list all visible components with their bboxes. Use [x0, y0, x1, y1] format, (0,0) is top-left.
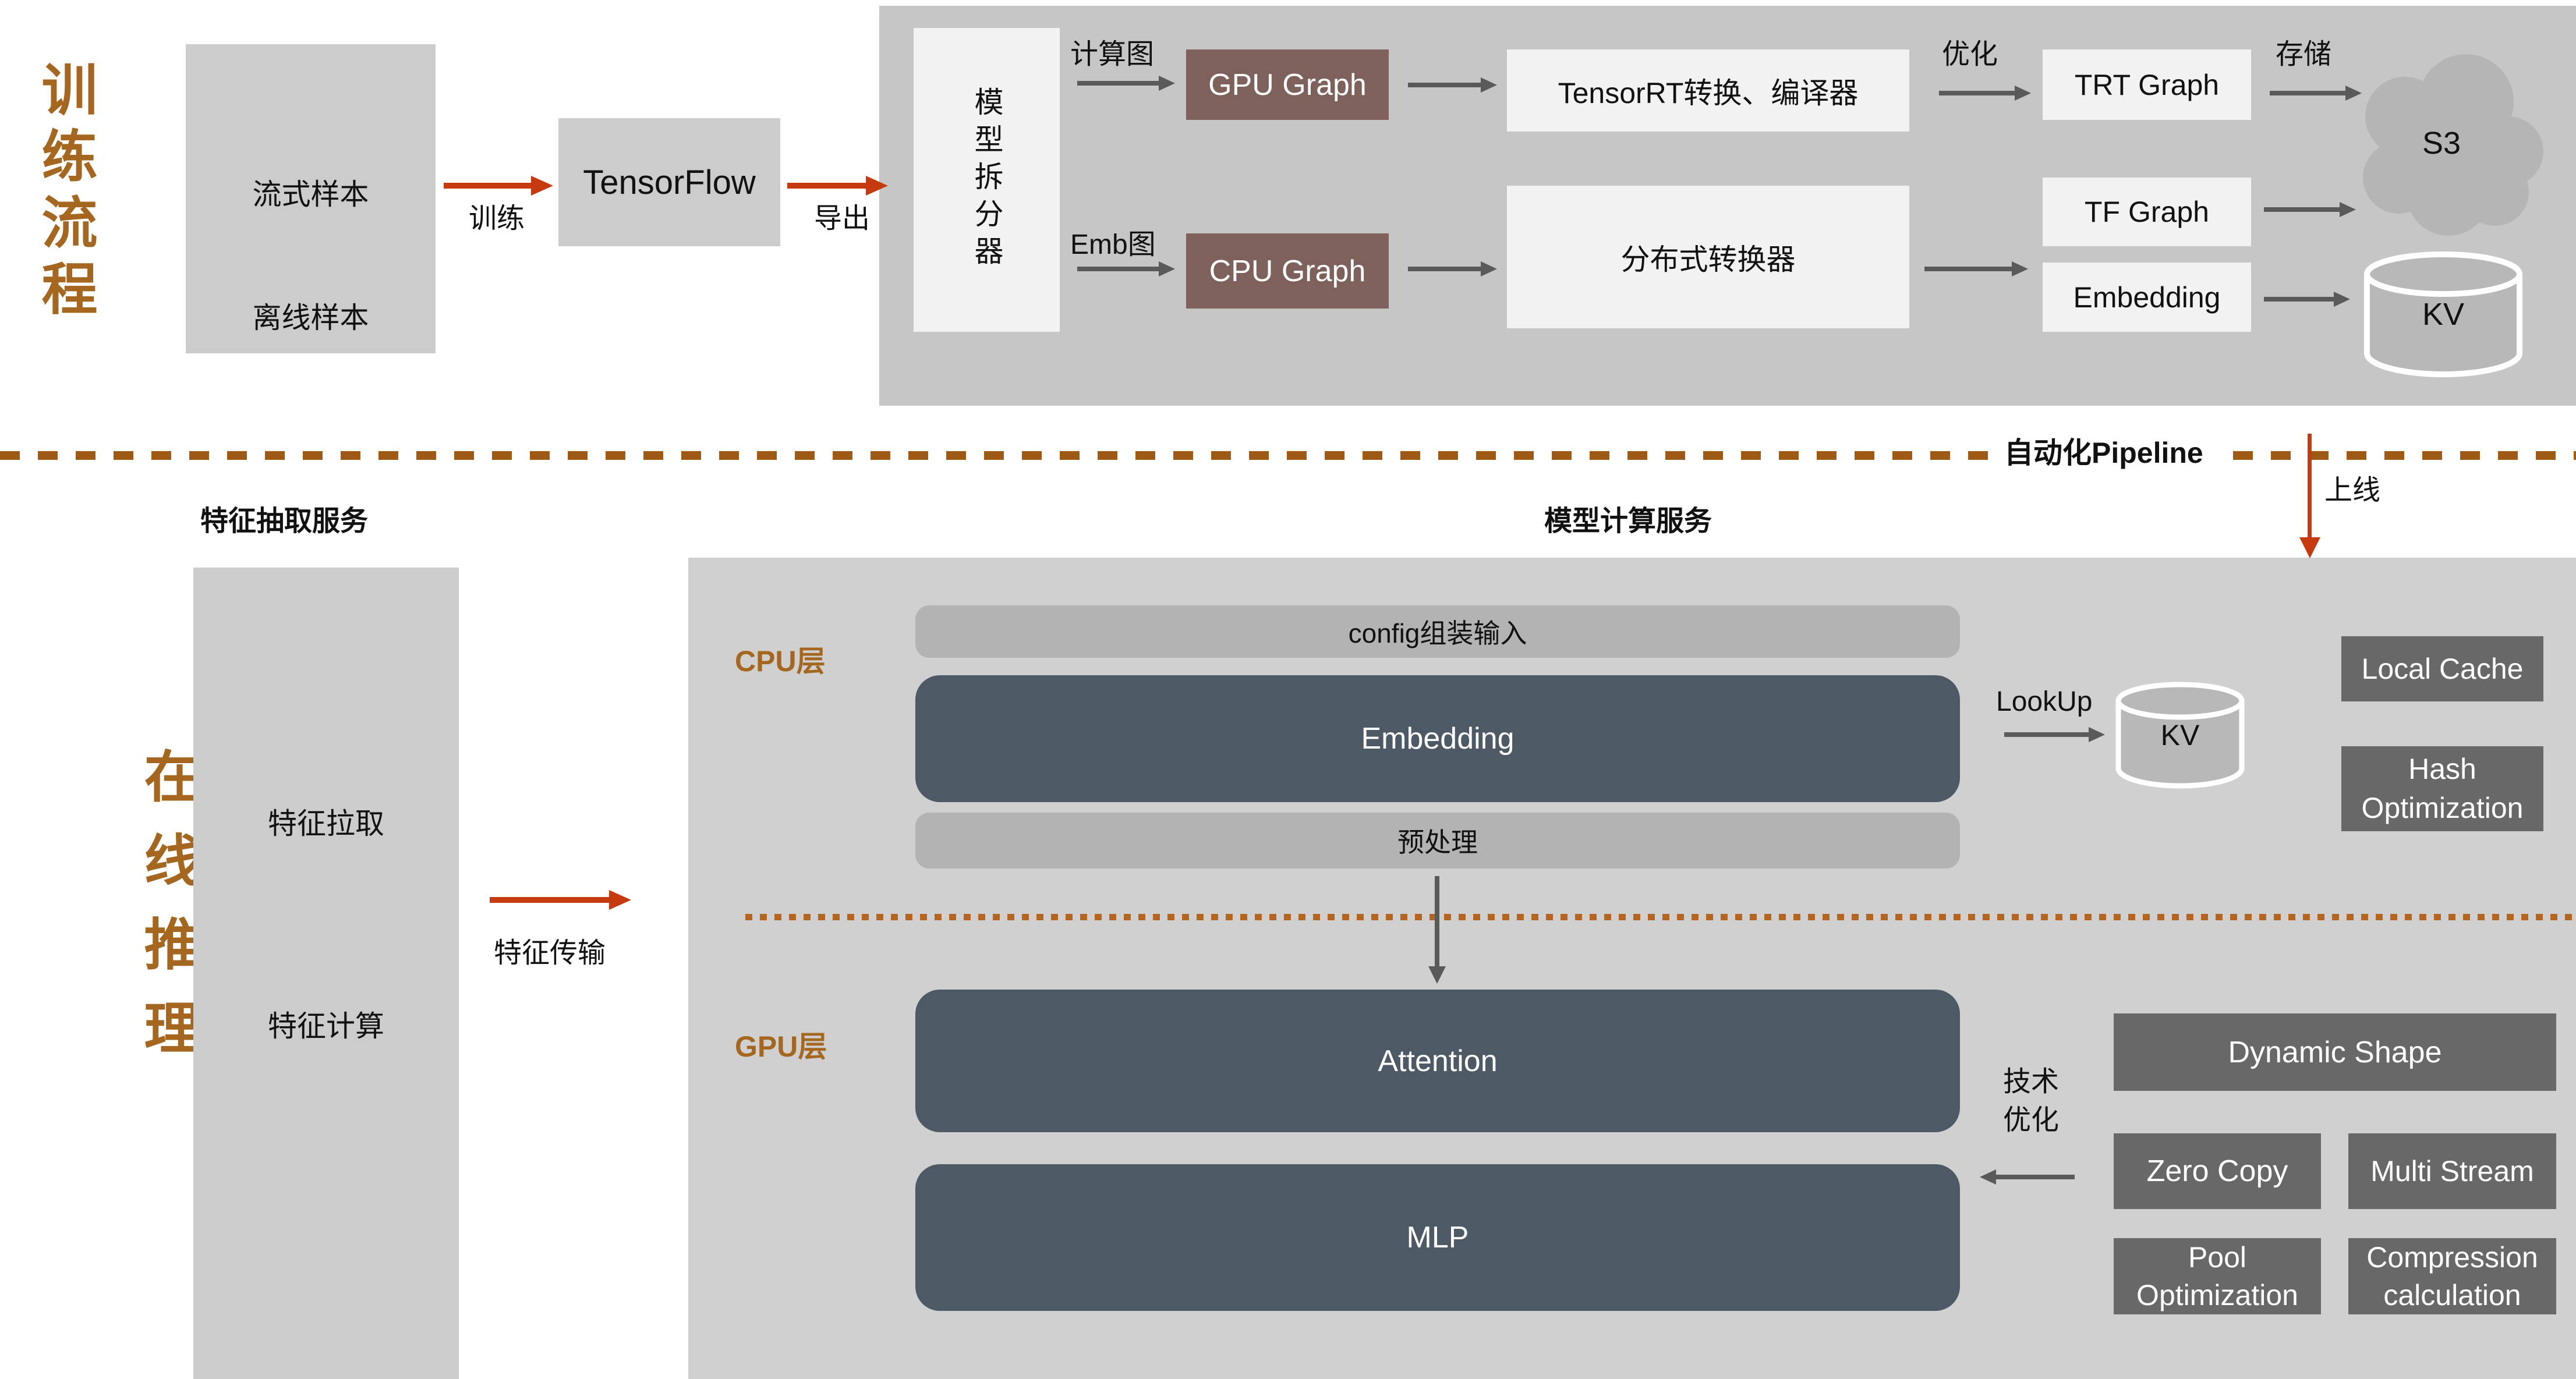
preprocess-to-attention-arrow [1428, 876, 1446, 984]
samples-box: 流式样本 离线样本 [186, 44, 436, 353]
kv-store-top: KV [2361, 250, 2525, 378]
embedding-cpu-box: Embedding [915, 675, 1960, 802]
trt-graph-box: TRT Graph [2043, 49, 2251, 120]
attention-label: Attention [1378, 1044, 1498, 1078]
distributed-converter-box: 分布式转换器 [1507, 186, 1909, 328]
embedding-export-label: Embedding [2073, 281, 2221, 314]
tensorrt-to-trt-arrow [1939, 86, 2031, 101]
feature-pull-label: 特征拉取 [268, 807, 384, 840]
local-cache-box: Local Cache [2341, 636, 2543, 701]
tfgraph-to-s3-arrow [2264, 202, 2356, 217]
preprocess-label: 预处理 [1397, 827, 1478, 857]
feature-compute-label: 特征计算 [268, 1010, 384, 1043]
offline-samples-label: 离线样本 [252, 302, 369, 334]
export-arrow [787, 176, 888, 196]
stream-samples-label: 流式样本 [252, 178, 369, 211]
gpu-layer-label: GPU层 [735, 1030, 827, 1063]
dynamic-shape-label: Dynamic Shape [2228, 1035, 2442, 1069]
pipeline-dashed-divider [0, 451, 2576, 460]
cpu-graph-label: CPU Graph [1209, 254, 1366, 288]
optimize-label: 优化 [1942, 39, 1998, 70]
model-splitter-box: 模型拆分器 [914, 28, 1060, 332]
database-icon [2364, 251, 2522, 377]
splitter-to-gpu-arrow [1077, 76, 1175, 91]
tensorflow-label: TensorFlow [583, 163, 756, 201]
store-label: 存储 [2276, 39, 2332, 70]
s3-label: S3 [2422, 126, 2461, 161]
tensorrt-converter-label: TensorRT转换、编译器 [1558, 76, 1859, 109]
embedding-export-box: Embedding [2043, 263, 2251, 332]
pipeline-label: 自动化Pipeline [1991, 432, 2216, 474]
tf-graph-label: TF Graph [2085, 196, 2209, 228]
feature-service-section-label: 特征抽取服务 [200, 506, 369, 537]
embedding-cpu-label: Embedding [1361, 722, 1515, 756]
s3-cloud: S3 [2347, 49, 2545, 244]
cpu-to-dist-arrow [1408, 261, 1497, 276]
feature-transfer-arrow [490, 890, 631, 910]
deploy-arrow [2299, 434, 2320, 558]
emb-graph-label: Emb图 [1070, 229, 1156, 260]
cloud-icon [2363, 54, 2543, 236]
model-splitter-label: 模型拆分器 [970, 87, 1003, 273]
tf-graph-box: TF Graph [2043, 178, 2251, 246]
lookup-label: LookUp [1996, 686, 2093, 717]
gpu-to-tensorrt-arrow [1408, 77, 1497, 93]
export-arrow-label: 导出 [814, 203, 871, 234]
hash-optimization-label: Hash Optimization [2361, 752, 2524, 825]
mlp-box: MLP [915, 1164, 1960, 1311]
gpu-graph-box: GPU Graph [1186, 49, 1389, 120]
pool-optimization-label: Pool Optimization [2136, 1240, 2298, 1311]
hash-optimization-box: Hash Optimization [2341, 746, 2543, 831]
feature-service-box: 特征拉取 特征计算 [193, 568, 459, 1379]
database-icon [2115, 682, 2245, 789]
distributed-converter-label: 分布式转换器 [1620, 243, 1796, 276]
config-input-label: config组装输入 [1348, 618, 1527, 648]
attention-box: Attention [915, 990, 1960, 1132]
gpu-graph-label: GPU Graph [1208, 68, 1367, 102]
lookup-arrow [2004, 727, 2105, 742]
kv-store-top-label: KV [2422, 297, 2465, 332]
tensorrt-converter-box: TensorRT转换、编译器 [1507, 49, 1909, 132]
pool-optimization-box: Pool Optimization [2114, 1238, 2321, 1314]
compute-graph-label: 计算图 [1070, 39, 1155, 70]
online-inference-title: 在线推理 [136, 747, 198, 1083]
cpu-graph-box: CPU Graph [1186, 233, 1389, 309]
model-service-section-label: 模型计算服务 [1544, 506, 1712, 537]
feature-transfer-label: 特征传输 [494, 938, 606, 969]
config-input-bar: config组装输入 [915, 605, 1960, 658]
train-arrow-label: 训练 [469, 203, 525, 234]
zero-copy-box: Zero Copy [2114, 1133, 2321, 1209]
trt-to-s3-arrow [2270, 86, 2362, 101]
multi-stream-label: Multi Stream [2370, 1155, 2534, 1187]
kv-store-bottom-label: KV [2160, 719, 2200, 751]
embedding-to-kv-arrow [2264, 292, 2350, 307]
trt-graph-label: TRT Graph [2074, 68, 2220, 101]
tensorflow-box: TensorFlow [558, 118, 780, 246]
local-cache-label: Local Cache [2361, 653, 2524, 685]
preprocess-bar: 预处理 [915, 813, 1960, 868]
dist-to-graphs-arrow [1924, 261, 2028, 276]
train-arrow [444, 176, 553, 196]
tech-optimization-arrow [1980, 1169, 2075, 1185]
cpu-gpu-dotted-divider [745, 914, 2576, 920]
compression-calculation-box: Compression calculation [2348, 1238, 2556, 1314]
multi-stream-box: Multi Stream [2348, 1133, 2556, 1209]
training-flow-title: 训练流程 [33, 61, 95, 326]
cpu-layer-label: CPU层 [735, 645, 826, 678]
mlp-label: MLP [1406, 1221, 1469, 1254]
kv-store-bottom: KV [2114, 680, 2246, 789]
zero-copy-label: Zero Copy [2146, 1154, 2288, 1188]
deploy-arrow-label: 上线 [2324, 475, 2381, 506]
dynamic-shape-box: Dynamic Shape [2114, 1013, 2556, 1091]
splitter-to-cpu-arrow [1077, 261, 1175, 276]
tech-optimization-label: 技术优化 [2003, 1066, 2060, 1136]
compression-calculation-label: Compression calculation [2366, 1240, 2538, 1311]
